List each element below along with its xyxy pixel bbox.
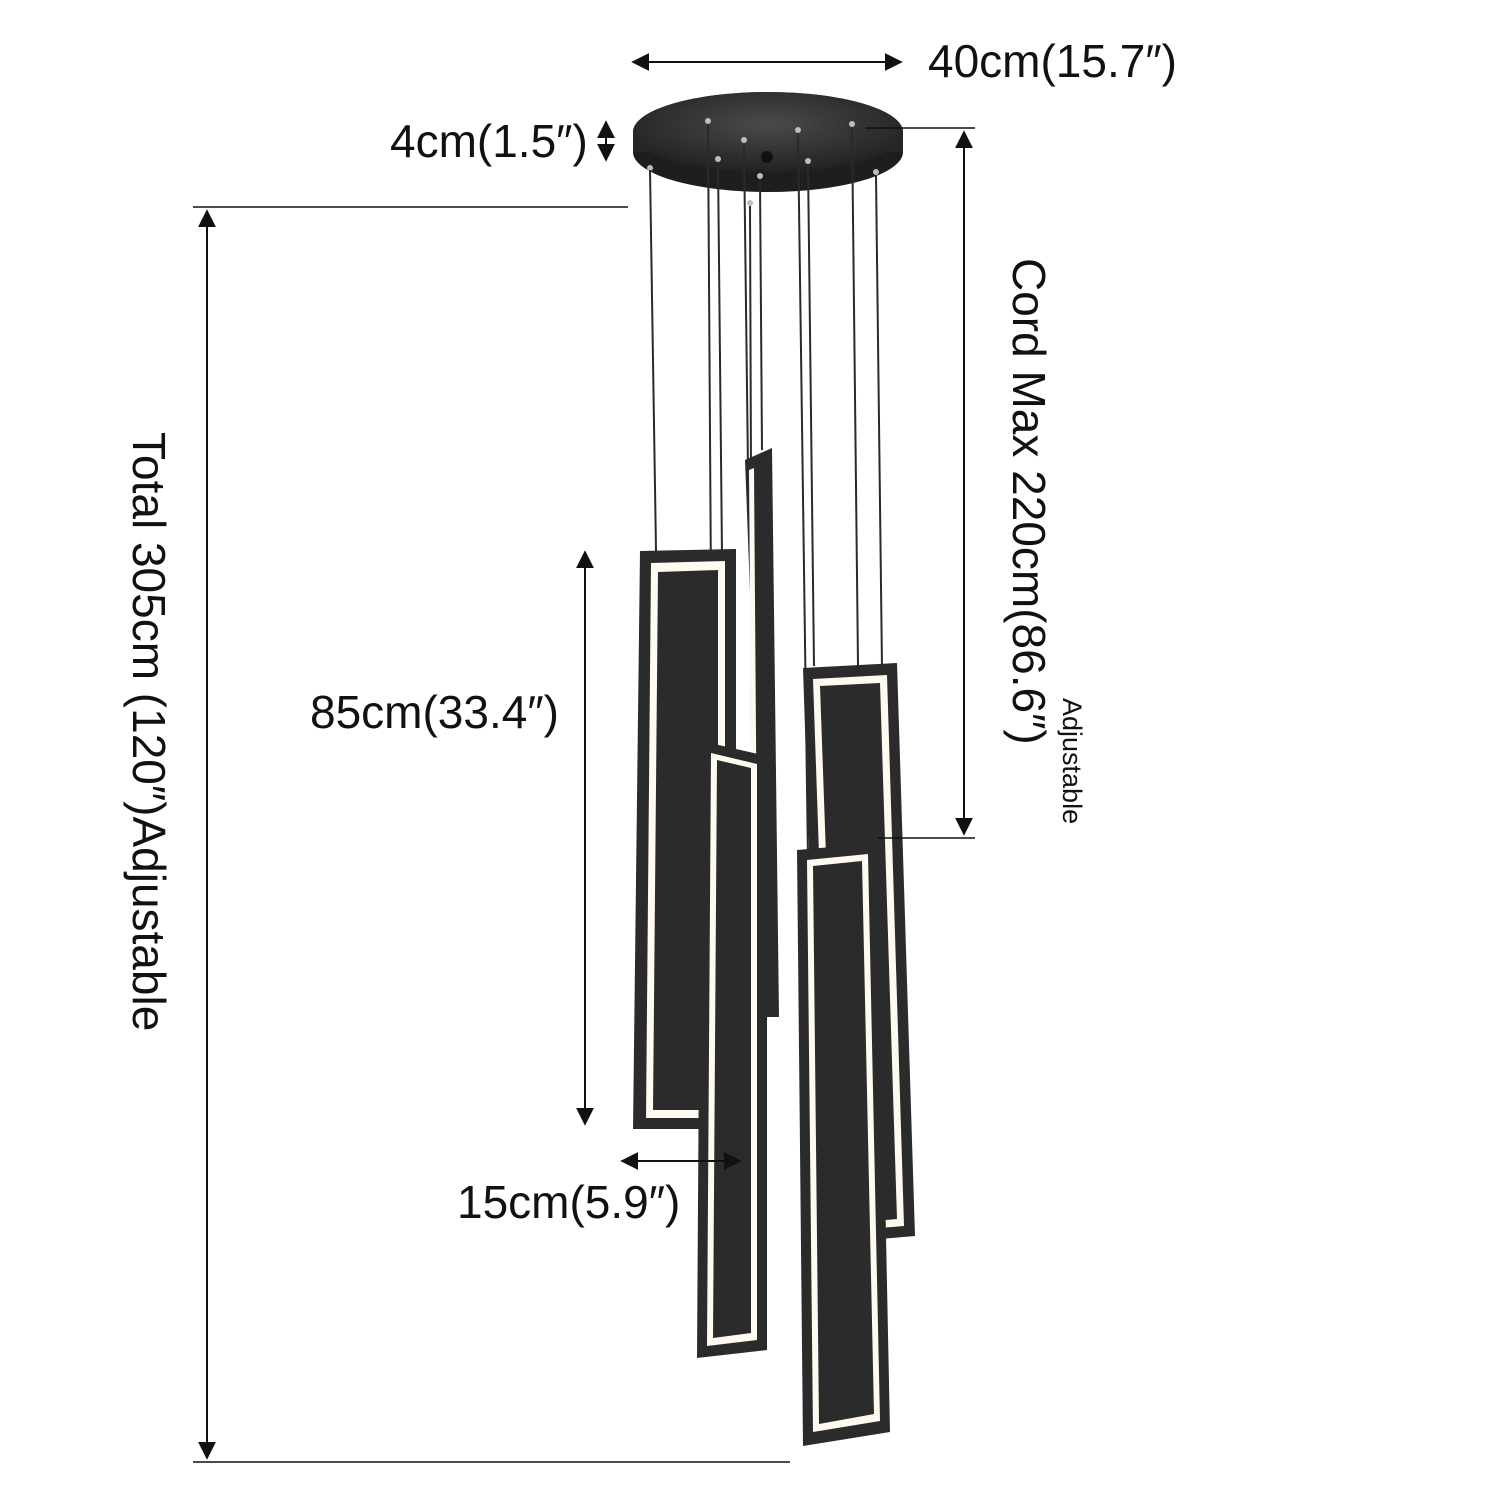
canopy-width-label: 40cm(15.7″) <box>928 35 1177 87</box>
canopy-width-dimension: 40cm(15.7″) <box>631 35 1177 87</box>
panel-height-dimension: 85cm(33.4″) <box>310 550 594 1126</box>
total-height-dimension: Total 305cm (120″)Adjustable <box>123 206 790 1463</box>
cord-max-dimension: Cord Max 220cm(86.6″) Adjustable <box>866 127 1087 839</box>
canopy-height-label: 4cm(1.5″) <box>390 115 588 167</box>
light-panel <box>697 741 767 1358</box>
panel-width-label: 15cm(5.9″) <box>457 1176 680 1228</box>
canopy-height-dimension: 4cm(1.5″) <box>390 115 615 167</box>
panel-width-dimension: 15cm(5.9″) <box>457 1152 742 1228</box>
ceiling-canopy <box>633 92 903 206</box>
pendant-fixture <box>633 92 915 1446</box>
cord-max-label: Cord Max 220cm(86.6″) <box>1003 258 1055 745</box>
total-height-label: Total 305cm (120″)Adjustable <box>123 432 175 1031</box>
light-panel <box>797 843 890 1446</box>
panel-height-label: 85cm(33.4″) <box>310 686 559 738</box>
cord-adjustable-label: Adjustable <box>1057 698 1087 824</box>
